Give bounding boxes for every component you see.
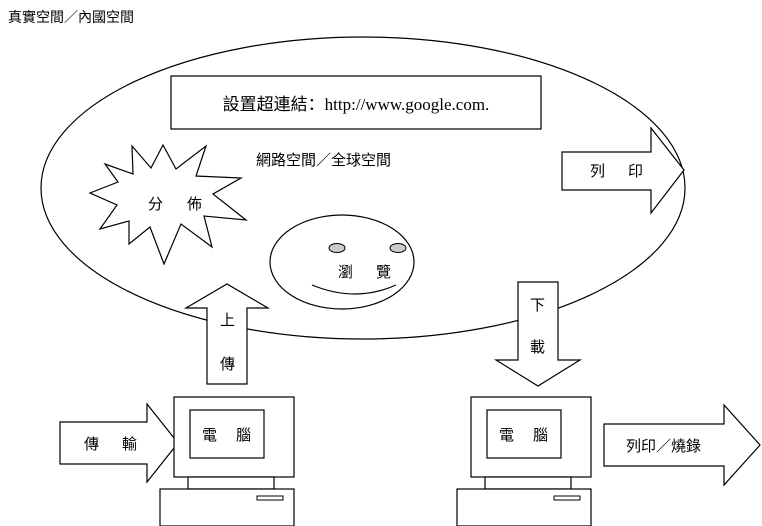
computer-left-label-1: 電: [202, 426, 217, 444]
download-label-1: 下: [530, 296, 545, 314]
drive-slot-right: [553, 495, 581, 501]
cyberspace-label: 網路空間／全球空間: [256, 151, 391, 169]
computer-right-label-2: 腦: [533, 426, 548, 444]
computer-left: 電 腦: [159, 396, 295, 526]
left-eye: [328, 243, 346, 253]
computer-right-label-1: 電: [499, 426, 514, 444]
browse-label-2: 覽: [376, 263, 391, 281]
browse-label-1: 瀏: [338, 263, 353, 281]
download-arrow: 下 載: [493, 281, 583, 387]
right-eye: [389, 243, 407, 253]
transfer-arrow: 傳 輸: [59, 402, 179, 484]
upload-label-2: 傳: [220, 355, 235, 373]
distribute-label-1: 分: [148, 195, 163, 213]
screen-left: [189, 409, 265, 459]
drive-slot-left: [256, 495, 284, 501]
stand-left: [187, 476, 275, 490]
base-left: [159, 488, 295, 526]
computer-left-label-2: 腦: [236, 426, 251, 444]
transfer-label-1: 傳: [84, 435, 99, 453]
browse-smiley: 瀏 覽: [269, 214, 415, 310]
computer-right: 電 腦: [456, 396, 592, 526]
cyberspace-ellipse: [40, 36, 686, 340]
screen-right: [486, 409, 562, 459]
print-burn-arrow: 列印／燒錄: [603, 403, 761, 487]
hyperlink-box: 設置超連結：http://www.google.com.: [170, 75, 542, 130]
print-label-1: 列: [590, 162, 605, 180]
stand-right: [484, 476, 572, 490]
smile-mouth: [311, 284, 397, 295]
print-burn-label: 列印／燒錄: [626, 437, 701, 455]
download-label-2: 載: [530, 338, 545, 356]
upload-label-1: 上: [220, 311, 235, 329]
transfer-label-2: 輸: [122, 435, 137, 453]
print-arrow: 列 印: [561, 126, 685, 215]
base-right: [456, 488, 592, 526]
print-label-2: 印: [628, 162, 643, 180]
distribute-starburst: 分 佈: [88, 143, 248, 266]
page-title: 真實空間／內國空間: [8, 9, 134, 26]
distribute-label-2: 佈: [187, 195, 202, 213]
hyperlink-text: 設置超連結：http://www.google.com.: [223, 95, 490, 114]
upload-arrow: 上 傳: [183, 283, 271, 385]
